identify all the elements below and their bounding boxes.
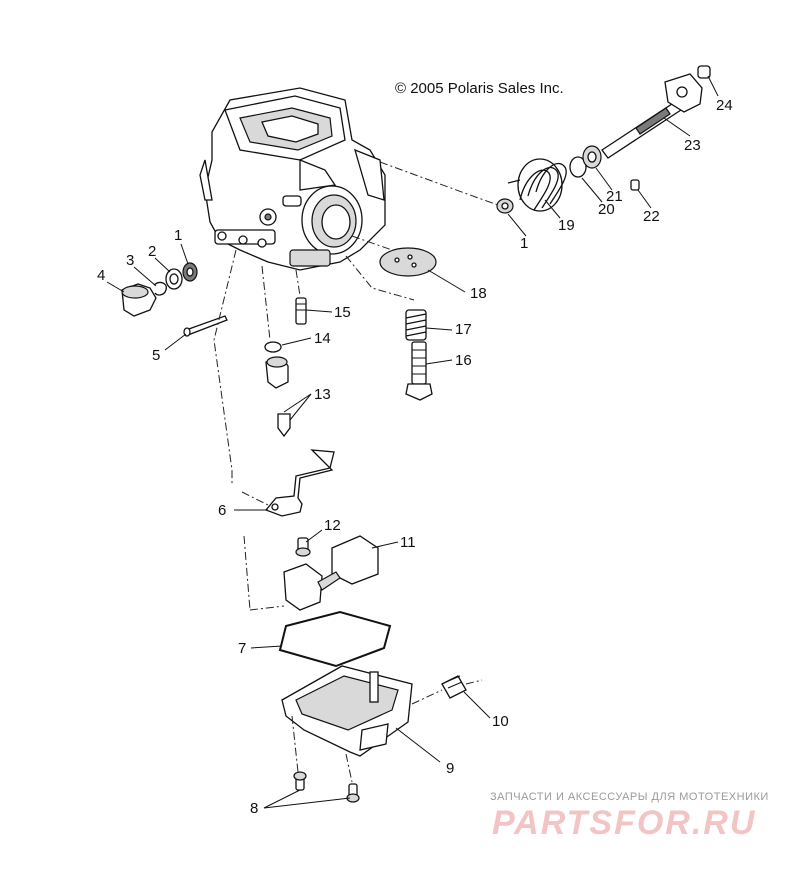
part-6-bracket xyxy=(264,449,335,517)
part-15-jet xyxy=(295,297,307,325)
part-14-oring xyxy=(264,341,282,353)
part-18-diaphragm xyxy=(379,247,437,277)
callout-21: 21 xyxy=(606,188,623,205)
part-16-screw xyxy=(405,341,433,401)
part-24-cap xyxy=(697,65,711,79)
part-23-shaft xyxy=(601,73,703,159)
part-7-gasket xyxy=(278,610,392,668)
callout-1b: 1 xyxy=(520,235,528,252)
callout-17: 17 xyxy=(455,321,472,338)
part-11-float xyxy=(283,535,379,611)
part-21-seal xyxy=(582,145,602,169)
part-1-oring-right xyxy=(496,198,514,214)
callout-12: 12 xyxy=(324,517,341,534)
part-1-oring-left xyxy=(182,262,198,282)
callout-5: 5 xyxy=(152,347,160,364)
callout-1a: 1 xyxy=(174,227,182,244)
callout-23: 23 xyxy=(684,137,701,154)
part-17-spring xyxy=(405,309,427,341)
part-9-float-bowl xyxy=(281,665,413,757)
callout-10: 10 xyxy=(492,713,509,730)
copyright-text: © 2005 Polaris Sales Inc. xyxy=(395,80,564,97)
callout-14: 14 xyxy=(314,330,331,347)
callout-15: 15 xyxy=(334,304,351,321)
part-13-needle-valve xyxy=(265,356,291,438)
part-12-screw xyxy=(295,537,311,557)
callout-16: 16 xyxy=(455,352,472,369)
part-5-screw xyxy=(183,315,228,337)
callout-13: 13 xyxy=(314,386,331,403)
callout-4: 4 xyxy=(97,267,105,284)
carburetor-body xyxy=(199,87,386,271)
callout-18: 18 xyxy=(470,285,487,302)
leader-lines xyxy=(106,75,719,809)
callout-11: 11 xyxy=(400,534,416,551)
callout-22: 22 xyxy=(643,208,660,225)
callout-8: 8 xyxy=(250,800,258,817)
part-22-screw xyxy=(630,179,640,191)
watermark: ЗАПЧАСТИ И АКСЕССУАРЫ ДЛЯ МОТОТЕХНИКИ PA… xyxy=(490,791,769,842)
part-3-clip xyxy=(153,281,167,296)
watermark-brand: PARTSFOR.RU xyxy=(492,804,756,842)
callout-labels: 1 1 2 3 4 5 6 7 8 9 10 11 12 13 14 15 16… xyxy=(97,97,733,817)
callout-19: 19 xyxy=(558,217,575,234)
callout-2: 2 xyxy=(148,243,156,260)
callout-6: 6 xyxy=(218,502,226,519)
watermark-tagline: ЗАПЧАСТИ И АКСЕССУАРЫ ДЛЯ МОТОТЕХНИКИ xyxy=(490,791,769,803)
part-8-screws xyxy=(293,771,360,803)
callout-7: 7 xyxy=(238,640,246,657)
part-10-drain-screw xyxy=(441,675,467,699)
assembly-center-lines xyxy=(213,161,499,783)
callout-24: 24 xyxy=(716,97,733,114)
callout-3: 3 xyxy=(126,252,134,269)
part-4-cap xyxy=(121,283,157,317)
part-19-spring xyxy=(507,158,567,212)
part-20-washer xyxy=(569,156,587,178)
part-2-washer xyxy=(165,268,183,290)
callout-9: 9 xyxy=(446,760,454,777)
callout-20: 20 xyxy=(598,201,615,218)
